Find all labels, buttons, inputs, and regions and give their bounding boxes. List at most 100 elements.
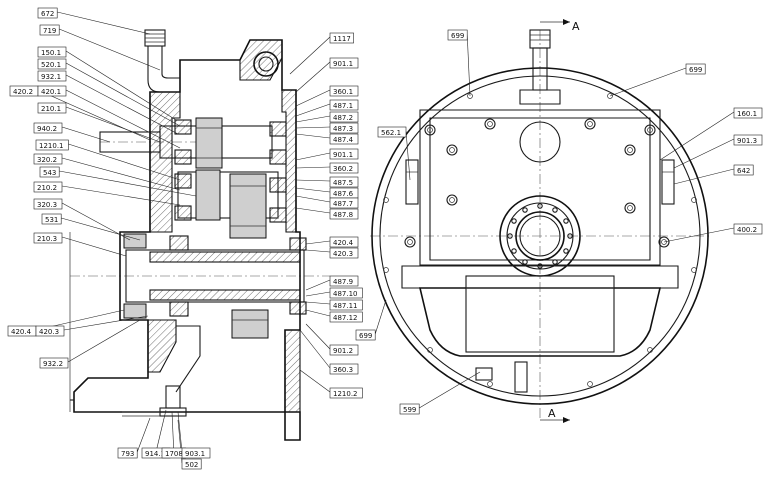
part-label: 719 — [43, 27, 56, 35]
part-label: 420.3 — [39, 328, 59, 336]
part-label: 420.4 — [11, 328, 32, 336]
leader-line — [299, 329, 331, 369]
leader-line — [68, 143, 181, 181]
label-box — [37, 85, 67, 97]
label-box — [355, 329, 376, 341]
label-box — [329, 363, 359, 375]
label-box — [181, 458, 202, 470]
label-box — [37, 102, 67, 114]
part-label: 210.2 — [37, 184, 57, 192]
part-label: 487.10 — [333, 290, 358, 298]
part-label: 1210.1 — [39, 142, 64, 150]
part-label: 520.1 — [41, 61, 61, 69]
label-box — [329, 122, 359, 134]
part-label: 699 — [359, 332, 372, 340]
leader-line — [295, 89, 331, 107]
part-label: 562.1 — [381, 129, 401, 137]
leader-line — [61, 236, 127, 257]
part-label: 487.4 — [333, 136, 354, 144]
label-box — [39, 166, 60, 178]
section-view — [69, 29, 330, 441]
label-box — [733, 223, 763, 235]
label-box — [35, 325, 65, 337]
part-label: 320.2 — [37, 156, 57, 164]
leader-line — [419, 371, 481, 409]
label-box — [33, 153, 63, 165]
leader-line — [295, 133, 331, 139]
label-box — [33, 181, 63, 193]
end-view — [370, 19, 712, 423]
part-label: 160.1 — [737, 110, 757, 118]
label-box — [447, 29, 468, 41]
part-label: 793 — [121, 450, 134, 458]
label-box — [33, 198, 63, 210]
part-label: 420.4 — [333, 239, 354, 247]
leader-line — [295, 195, 331, 203]
part-label: 699 — [451, 32, 464, 40]
part-label: 320.3 — [37, 201, 57, 209]
label-box — [117, 447, 138, 459]
part-label: 420.3 — [333, 250, 353, 258]
part-label: 543 — [43, 169, 56, 177]
leader-line — [305, 301, 331, 305]
part-label: 1117 — [333, 35, 351, 43]
label-box — [399, 403, 420, 415]
leader-line — [177, 411, 183, 453]
leader-line — [65, 106, 161, 143]
label-box — [329, 208, 359, 220]
label-box — [41, 213, 62, 225]
leader-line — [305, 323, 331, 350]
leader-line — [59, 170, 197, 197]
label-box — [37, 46, 67, 58]
label-box — [329, 32, 354, 44]
part-label: 940.2 — [37, 125, 57, 133]
label-box — [329, 111, 359, 123]
plate-bolts — [404, 118, 670, 248]
part-label: 642 — [737, 167, 750, 175]
leader-line — [466, 33, 471, 97]
leader-line — [59, 28, 161, 71]
leader-line — [305, 240, 331, 245]
leader-line — [299, 369, 331, 393]
part-label: 420.1 — [41, 88, 61, 96]
leader-line — [305, 309, 331, 317]
part-label: 360.3 — [333, 366, 353, 374]
label-box — [377, 126, 407, 138]
label-box — [37, 58, 67, 70]
section-marker-bottom: A — [548, 407, 556, 420]
label-box — [329, 57, 359, 69]
part-label: 901.2 — [333, 347, 353, 355]
part-label: 1210.2 — [333, 390, 358, 398]
leader-line — [61, 185, 181, 206]
part-label: 487.3 — [333, 125, 353, 133]
leader-line — [405, 130, 411, 181]
leader-line — [289, 36, 331, 75]
leader-line — [295, 152, 331, 161]
part-label: 487.8 — [333, 211, 353, 219]
label-box — [329, 299, 363, 311]
part-label: 400.2 — [737, 226, 757, 234]
perimeter-holes — [383, 93, 697, 387]
leader-line — [65, 50, 177, 121]
label-box — [37, 7, 58, 19]
leader-line — [295, 187, 331, 193]
label-box — [733, 134, 763, 146]
part-label: 487.12 — [333, 314, 358, 322]
part-label: 914.1 — [145, 450, 165, 458]
label-box — [685, 63, 706, 75]
leader-line — [67, 319, 141, 363]
section-marker-top: A — [572, 20, 580, 33]
label-box — [39, 357, 69, 369]
part-label: 1708 — [165, 450, 183, 458]
label-box — [329, 162, 359, 174]
part-label: 487.7 — [333, 200, 353, 208]
leader-line — [155, 409, 167, 453]
part-label: 487.5 — [333, 179, 353, 187]
part-label: 901.3 — [737, 137, 757, 145]
leader-line — [295, 126, 331, 129]
leader-line — [136, 417, 151, 453]
label-box — [733, 107, 763, 119]
leader-line — [295, 103, 331, 117]
leader-line — [171, 411, 175, 453]
leader-line — [673, 168, 735, 185]
